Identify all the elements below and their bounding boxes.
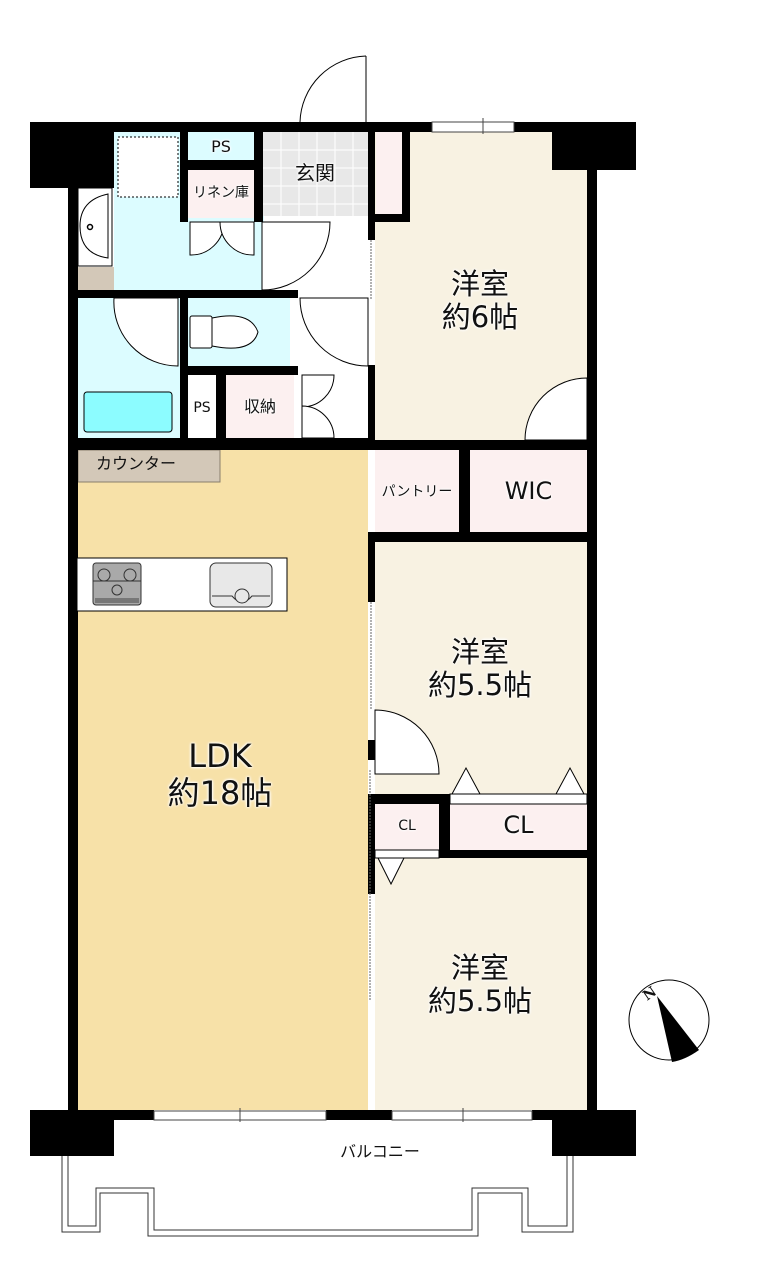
western-room-south-floor xyxy=(375,858,587,1110)
counter-floor xyxy=(77,449,221,483)
sink-icon xyxy=(209,562,273,608)
linen-closet-floor xyxy=(188,170,254,218)
pantry-label: パントリー xyxy=(381,484,453,500)
closet-small-label: CL xyxy=(398,818,416,834)
washing-machine-space xyxy=(117,136,179,198)
storage-floor xyxy=(226,375,294,439)
wash-basin xyxy=(79,193,109,259)
wash-stand-shelf xyxy=(78,267,114,290)
toilet xyxy=(189,315,259,349)
stove-icon xyxy=(92,562,142,606)
closet-large-floor xyxy=(450,804,587,850)
linen-storage-label: リネン庫 xyxy=(193,185,249,201)
pantry-floor xyxy=(375,450,459,532)
ps-mid-label: PS xyxy=(193,400,211,416)
bathtub xyxy=(83,391,173,433)
western-room-north-label: 洋室 約6帖 xyxy=(441,267,519,335)
western-room-middle-label: 洋室 約5.5帖 xyxy=(427,635,533,703)
compass-icon xyxy=(628,979,710,1062)
shoe-closet-floor xyxy=(376,132,402,214)
entrance-label: 玄関 xyxy=(295,161,335,185)
counter-label: カウンター xyxy=(95,454,176,473)
wic-floor xyxy=(470,450,587,532)
closet-small-floor xyxy=(375,804,439,850)
balcony-outline xyxy=(67,1156,568,1231)
closet-large-label: CL xyxy=(503,811,534,839)
western-room-south-label: 洋室 約5.5帖 xyxy=(427,951,533,1019)
ldk-label: LDK 約18帖 xyxy=(167,737,273,812)
storage-label: 収納 xyxy=(243,397,276,416)
balcony-label: バルコニー xyxy=(340,1142,420,1161)
wic-label: WIC xyxy=(504,477,553,505)
ps-top-label: PS xyxy=(211,137,231,156)
